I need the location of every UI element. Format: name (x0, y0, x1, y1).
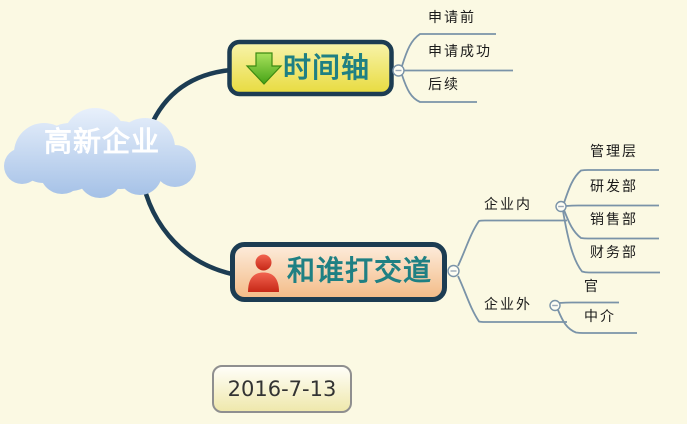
connector-finance (562, 210, 660, 274)
subtopic-mgmt[interactable]: 管理层 (590, 144, 638, 160)
subtopic-success[interactable]: 申请成功 (428, 44, 492, 60)
connector-gov (558, 301, 619, 304)
topic-label-timeline[interactable]: 时间轴 (283, 51, 371, 84)
connector-external (457, 275, 567, 323)
connector-after (401, 74, 477, 103)
subtopic-sales[interactable]: 销售部 (590, 212, 638, 228)
subtopic-external[interactable]: 企业外 (484, 297, 532, 313)
connector-internal (457, 219, 567, 267)
subtopic-before[interactable]: 申请前 (428, 10, 476, 26)
subtopic-after[interactable]: 后续 (428, 77, 460, 93)
root-topic-cloud[interactable] (4, 108, 196, 198)
subtopic-finance[interactable]: 财务部 (590, 245, 638, 261)
floating-topic-date[interactable]: 2016-7-13 (212, 365, 352, 413)
collapse-button-external[interactable] (549, 299, 561, 312)
collapse-button-timeline[interactable] (392, 64, 405, 77)
contacts-connectors (457, 169, 660, 334)
subtopic-agency[interactable]: 中介 (584, 309, 616, 325)
connector-before (401, 33, 496, 67)
date-label: 2016-7-13 (227, 377, 337, 401)
collapse-button-internal[interactable] (555, 200, 567, 213)
green-down-arrow-icon (245, 52, 283, 85)
subtopic-rd[interactable]: 研发部 (590, 179, 638, 195)
connector-agency (557, 309, 637, 334)
person-icon (248, 254, 279, 292)
root-topic-label[interactable]: 高新企业 (43, 125, 160, 158)
topic-label-contacts[interactable]: 和谁打交道 (287, 254, 433, 287)
timeline-connectors (401, 33, 513, 103)
connector-mgmt (563, 169, 659, 204)
collapse-button-contacts[interactable] (447, 264, 460, 278)
connector-sales (563, 209, 659, 240)
subtopic-gov[interactable]: 官 (584, 279, 600, 295)
topic-box-contacts[interactable] (230, 242, 447, 302)
subtopic-internal[interactable]: 企业内 (484, 197, 532, 213)
connector-rd (565, 204, 659, 207)
